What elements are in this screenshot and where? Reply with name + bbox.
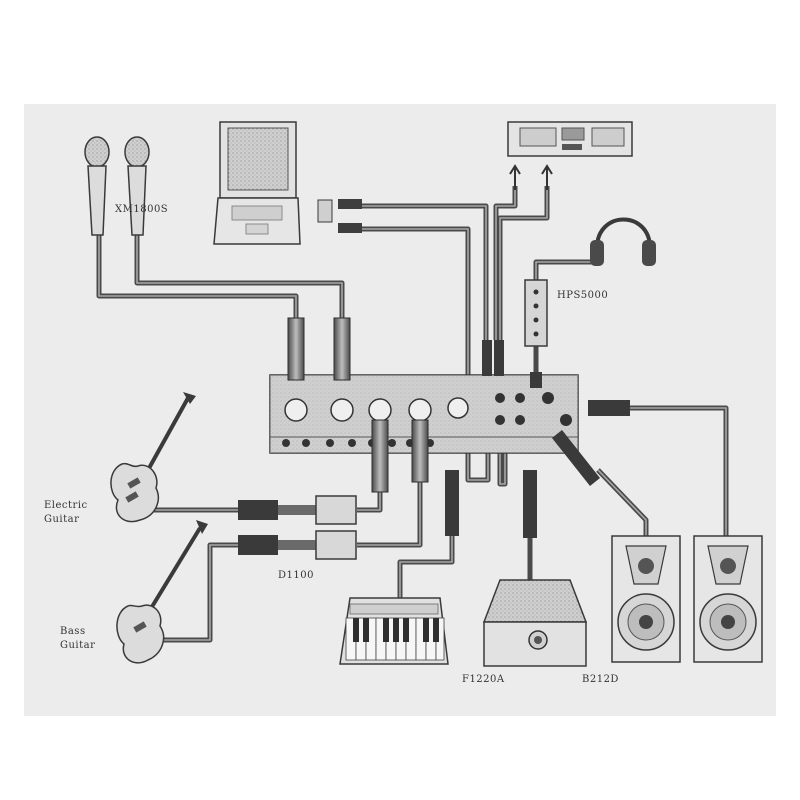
bass-guitar-icon xyxy=(116,520,208,664)
speaker-icon xyxy=(611,535,763,663)
cassette-deck-icon xyxy=(507,121,633,190)
cable-bass xyxy=(158,542,240,643)
microphone-icon xyxy=(84,136,150,236)
headphone-amp-icon xyxy=(524,279,548,347)
label-monitor: F1220A xyxy=(462,674,505,685)
laptop-icon xyxy=(213,121,362,245)
keyboard-icon xyxy=(339,597,449,665)
stage-monitor-icon xyxy=(482,579,588,667)
electric-guitar-icon xyxy=(110,392,196,523)
label-bass-guitar-2: Guitar xyxy=(60,640,95,651)
label-headphones: HPS5000 xyxy=(557,290,608,301)
di-box-icon xyxy=(238,495,357,560)
label-bass-guitar-1: Bass xyxy=(60,626,86,637)
cable-di1-mixer xyxy=(357,490,383,513)
label-electric-guitar-1: Electric xyxy=(44,500,88,511)
label-di-box: D1100 xyxy=(278,570,314,581)
cable-headphones xyxy=(533,259,597,282)
cable-speaker-left xyxy=(596,468,649,538)
label-electric-guitar-2: Guitar xyxy=(44,514,79,525)
headphones-icon xyxy=(590,217,656,266)
mixer-plugs xyxy=(287,317,630,538)
label-speakers: B212D xyxy=(582,674,619,685)
label-microphones: XM1800S xyxy=(115,204,168,215)
